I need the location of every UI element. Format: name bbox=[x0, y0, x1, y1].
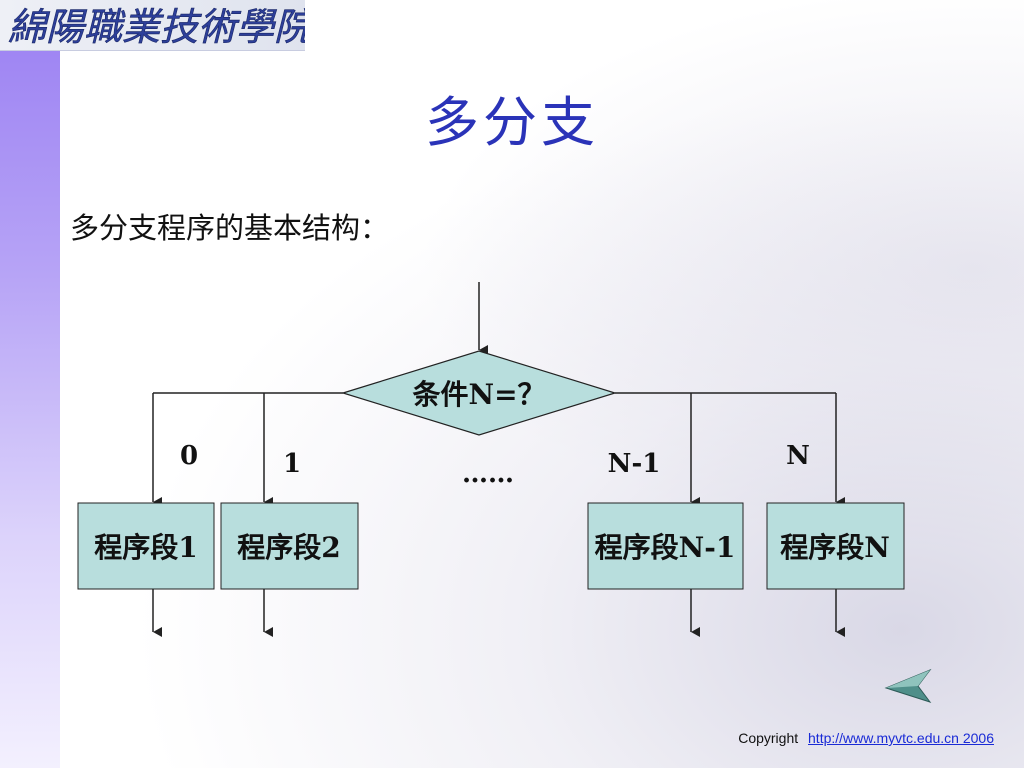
slide-title: 多分支 bbox=[425, 91, 599, 154]
branch-label-n: N bbox=[786, 441, 810, 471]
segment-box-n bbox=[766, 502, 905, 590]
slide-subtitle: 多分支程序的基本结构： bbox=[70, 211, 390, 245]
website-link[interactable]: http://www.myvtc.edu.cn 2006 bbox=[808, 730, 994, 746]
copyright-text: Copyright bbox=[738, 730, 799, 746]
segment-label-1: 程序段1 bbox=[94, 531, 197, 564]
left-accent-bar bbox=[0, 0, 60, 768]
branch-label-1: 1 bbox=[283, 449, 301, 479]
school-logo-calligraphy: 綿陽職業技術學院 bbox=[8, 5, 305, 50]
segment-label-2: 程序段2 bbox=[237, 531, 340, 564]
branch-label-n-1: N-1 bbox=[608, 449, 661, 479]
segment-box-2 bbox=[220, 502, 359, 590]
decision-label: 条件N=？ bbox=[412, 378, 545, 411]
branch-label-0: 0 bbox=[180, 441, 198, 471]
footer-copyright: Copyright http://www.myvtc.edu.cn 2006 bbox=[738, 730, 994, 746]
next-slide-arrow-icon[interactable] bbox=[884, 668, 932, 708]
segment-label-n-1: 程序段N-1 bbox=[595, 531, 736, 564]
branch-ellipsis: …… bbox=[462, 459, 514, 489]
school-logo: 綿陽職業技術學院 bbox=[0, 0, 305, 51]
segment-label-n: 程序段N bbox=[780, 531, 890, 564]
segment-box-1 bbox=[77, 502, 215, 590]
segment-box-n-1 bbox=[587, 502, 744, 590]
logo-text: 綿陽職業技術學院 bbox=[8, 5, 305, 49]
